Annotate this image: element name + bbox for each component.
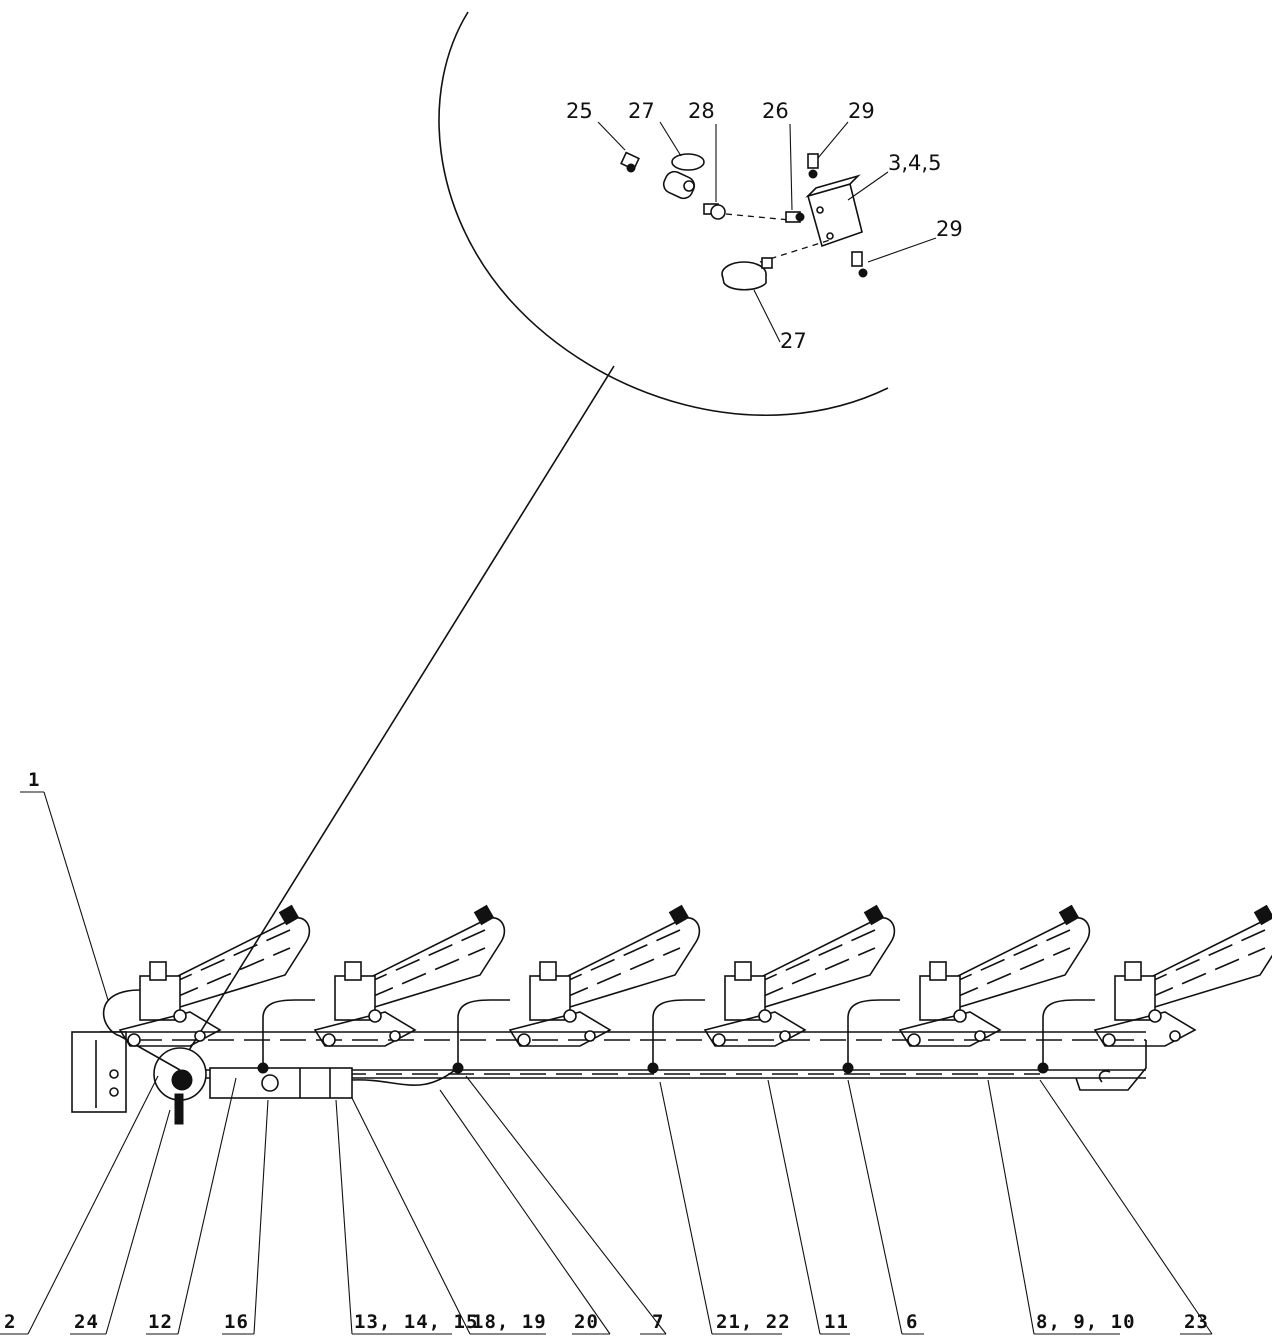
fitting-icon	[807, 153, 819, 179]
detail-bubble-outline	[438, 11, 889, 416]
boom-assembly	[71, 1031, 1147, 1125]
pressure-gauge-icon	[721, 257, 773, 291]
manifold-block-icon	[805, 174, 863, 248]
callout-label: 16	[224, 1311, 249, 1333]
mount-bracket	[71, 1031, 127, 1113]
fitting-icon	[662, 153, 705, 200]
leader-line	[659, 121, 682, 157]
callout-label: 26	[762, 99, 789, 123]
leader-line	[753, 289, 781, 343]
callout-label: 29	[848, 99, 875, 123]
callout-label: 23	[1184, 1311, 1209, 1333]
sprayer-unit-icon	[102, 904, 311, 1071]
leader-line	[597, 121, 626, 151]
callout-label: 21, 22	[716, 1311, 791, 1333]
callout-label: 12	[148, 1311, 173, 1333]
assembly-callouts: 1 2 24 12 16 13, 14, 1	[0, 769, 1213, 1335]
callout-label: 3,4,5	[888, 151, 941, 175]
leader-line	[817, 121, 849, 159]
callout-label: 18, 19	[472, 1311, 547, 1333]
sprayer-unit-icon	[647, 904, 896, 1074]
callout-label: 29	[936, 217, 963, 241]
sprayer-units	[102, 904, 1272, 1074]
fitting-icon	[703, 203, 726, 220]
sprayer-unit-icon	[1037, 904, 1272, 1074]
callout-label: 8, 9, 10	[1036, 1311, 1136, 1333]
sprayer-unit-icon	[842, 904, 1091, 1074]
fitting-icon	[851, 251, 868, 278]
detail-exploded-view	[620, 151, 868, 291]
detail-leader-line	[177, 365, 615, 1069]
fitting-icon	[785, 211, 805, 223]
callout-label: 1	[28, 769, 40, 791]
callout-label: 28	[688, 99, 715, 123]
callout-label: 7	[652, 1311, 664, 1333]
leader-line	[789, 123, 793, 211]
callout-label: 27	[780, 329, 807, 353]
leader-line	[847, 171, 889, 201]
callout-label: 11	[824, 1311, 849, 1333]
callout-label: 2	[4, 1311, 16, 1333]
callout-label: 20	[574, 1311, 599, 1333]
callout-label: 24	[74, 1311, 99, 1333]
control-box	[209, 1067, 353, 1099]
assembly-path	[725, 213, 791, 221]
callout-label: 25	[566, 99, 593, 123]
callout-label: 27	[628, 99, 655, 123]
callout-label: 13, 14, 15	[354, 1311, 478, 1333]
leader-line	[867, 237, 937, 263]
fitting-icon	[620, 151, 640, 173]
callout-label: 6	[906, 1311, 918, 1333]
sprayer-unit-icon	[257, 904, 506, 1074]
sprayer-unit-icon	[452, 904, 701, 1074]
detail-callouts: 25 27 28 26 29 3,4,5 29 27	[566, 99, 963, 353]
leader-line	[43, 791, 109, 1001]
